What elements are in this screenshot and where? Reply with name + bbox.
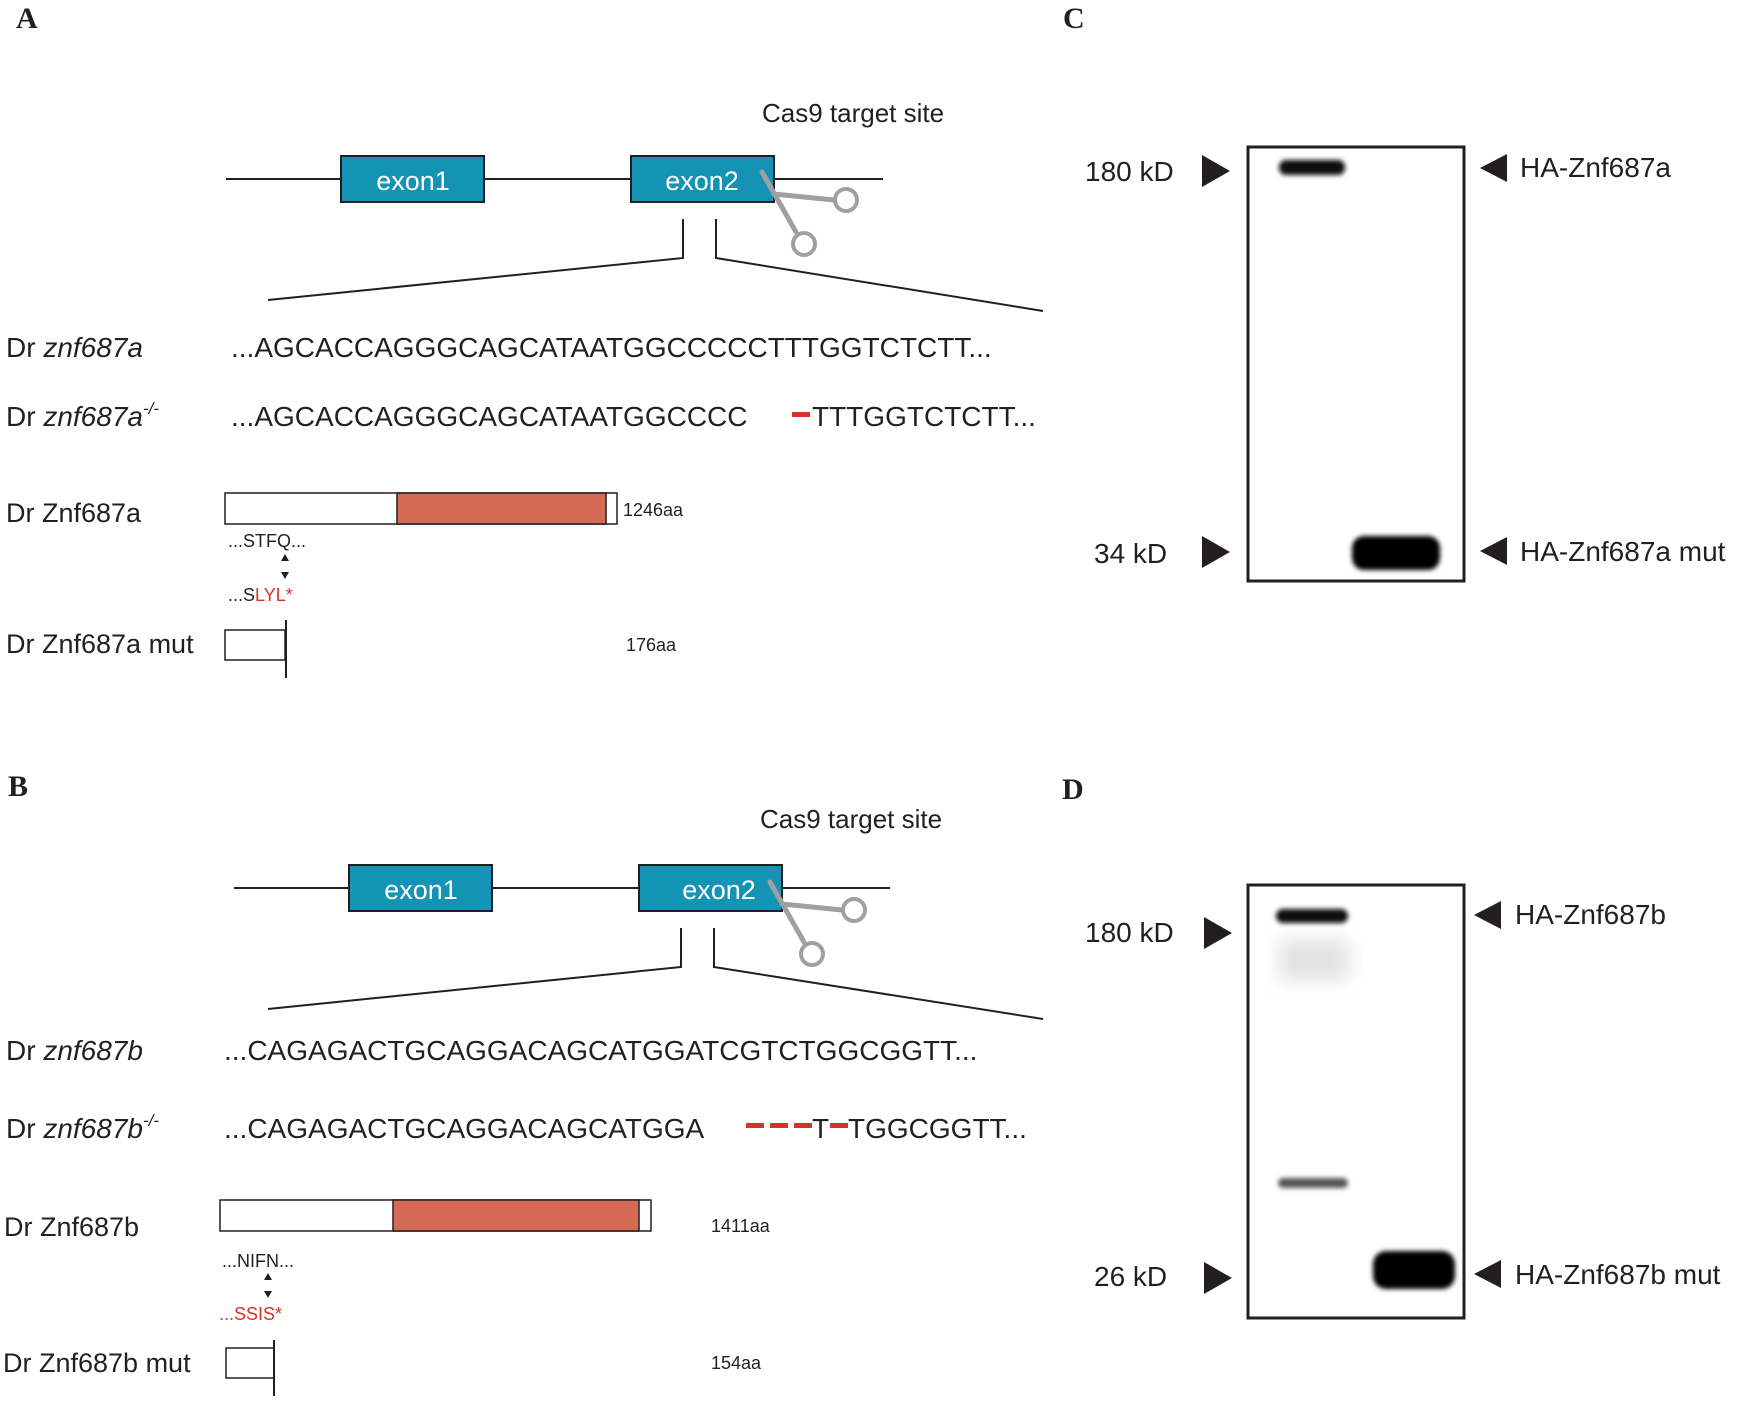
exon2-box	[630, 155, 775, 203]
band-mutant	[1373, 1251, 1455, 1289]
mut-protein-length: 176aa	[626, 635, 677, 655]
blot-frame	[1246, 145, 1466, 583]
marker-26-label: 26 kD	[1094, 1261, 1167, 1292]
wt-sequence: ...AGCACCAGGGCAGCATAATGGCCCCCTTTGGTCTCTT…	[231, 332, 992, 363]
band-mutant	[1352, 536, 1440, 570]
band-arrow-icon	[1480, 154, 1507, 182]
mut-gene-label: Dr znf687b-/-	[6, 1111, 159, 1144]
wt-motif: ...NIFN...	[222, 1251, 294, 1271]
panel-letter-a: A	[16, 2, 38, 35]
mut-protein-label: Dr Znf687b mut	[3, 1348, 191, 1378]
zoom-line-right	[713, 928, 1044, 1020]
exon2-label: exon2	[682, 875, 756, 905]
panel-d: D 180 kD 26 kD HA-Znf687b HA-Znf687b mut	[1062, 773, 1721, 1320]
band-arrow-icon	[1474, 1260, 1501, 1288]
wt-protein-length: 1411aa	[711, 1216, 771, 1236]
deletion-mark	[792, 412, 810, 417]
scissors-icon	[770, 882, 865, 965]
mut-sequence-right: TTTGGTCTCTT...	[812, 401, 1036, 432]
wt-gene-label: Dr znf687a	[6, 332, 143, 363]
panel-c: C 180 kD 34 kD HA-Znf687a HA-Znf687a mut	[1063, 2, 1726, 583]
mut-protein-bar	[224, 629, 286, 661]
band-label-wt: HA-Znf687b	[1515, 899, 1666, 930]
wt-gene-label: Dr znf687b	[6, 1035, 143, 1066]
arrow-down-icon	[264, 1291, 272, 1298]
zoom-line-left	[267, 219, 684, 301]
mut-protein-length: 154aa	[711, 1353, 762, 1373]
panel-a: A Cas9 target site exon1 exon2 Dr znf687…	[6, 2, 1044, 678]
mut-sequence-left: ...CAGAGACTGCAGGACAGCATGGA	[224, 1113, 705, 1144]
mut-motif: ...SSIS*	[219, 1304, 282, 1324]
deletion-mark	[830, 1123, 848, 1128]
mut-sequence-right: TGGCGGTT...	[848, 1113, 1027, 1144]
panel-b: B Cas9 target site exon1 exon2 Dr znf687…	[3, 770, 1044, 1396]
band-arrow-icon	[1480, 537, 1507, 565]
arrow-up-icon	[264, 1273, 272, 1280]
exon1-box	[340, 155, 485, 203]
mut-sequence-left: ...AGCACCAGGGCAGCATAATGGCCCC	[231, 401, 747, 432]
band-smear	[1279, 940, 1349, 980]
marker-34-label: 34 kD	[1094, 538, 1167, 569]
band-arrow-icon	[1474, 901, 1501, 929]
band-label-wt: HA-Znf687a	[1520, 152, 1671, 183]
cas9-target-label: Cas9 target site	[760, 804, 942, 834]
wt-motif: ...STFQ...	[228, 531, 306, 551]
wt-sequence: ...CAGAGACTGCAGGACAGCATGGATCGTCTGGCGGTT.…	[224, 1035, 977, 1066]
band-label-mut: HA-Znf687a mut	[1520, 536, 1726, 567]
marker-180-label: 180 kD	[1085, 156, 1174, 187]
wt-protein-label: Dr Znf687b	[4, 1212, 139, 1242]
marker-arrow-icon	[1202, 155, 1230, 187]
cas9-target-label: Cas9 target site	[762, 98, 944, 128]
marker-arrow-icon	[1204, 1262, 1232, 1294]
deletion-mark	[746, 1123, 764, 1128]
exon1-label: exon1	[384, 875, 458, 905]
band-label-mut: HA-Znf687b mut	[1515, 1259, 1721, 1290]
mut-sequence-mid: T	[812, 1113, 829, 1144]
mut-motif: ...SLYL*	[228, 585, 293, 605]
band-full-length	[1276, 909, 1348, 923]
marker-180-label: 180 kD	[1085, 917, 1174, 948]
exon1-label: exon1	[376, 166, 450, 196]
deletion-mark	[794, 1123, 812, 1128]
wt-protein-label: Dr Znf687a	[6, 498, 142, 528]
arrow-down-icon	[281, 572, 289, 579]
band-degradation	[1278, 1178, 1348, 1188]
panel-letter-d: D	[1062, 773, 1084, 806]
marker-arrow-icon	[1202, 536, 1230, 568]
deletion-mark	[770, 1123, 788, 1128]
scissors-icon	[762, 172, 857, 255]
marker-arrow-icon	[1204, 917, 1232, 949]
wt-protein-length: 1246aa	[623, 500, 684, 520]
domain-block	[392, 1199, 640, 1232]
band-full-length	[1279, 160, 1345, 175]
panel-letter-b: B	[8, 770, 28, 803]
exon2-box	[638, 864, 783, 912]
panel-letter-c: C	[1063, 2, 1085, 35]
mut-gene-label: Dr znf687a-/-	[6, 399, 159, 432]
zoom-line-left	[267, 928, 682, 1010]
mut-protein-label: Dr Znf687a mut	[6, 629, 194, 659]
arrow-up-icon	[281, 554, 289, 561]
exon1-box	[348, 864, 493, 912]
mut-protein-bar	[225, 1347, 275, 1379]
exon2-label: exon2	[665, 166, 739, 196]
zoom-line-right	[715, 219, 1044, 312]
domain-block	[396, 492, 607, 525]
